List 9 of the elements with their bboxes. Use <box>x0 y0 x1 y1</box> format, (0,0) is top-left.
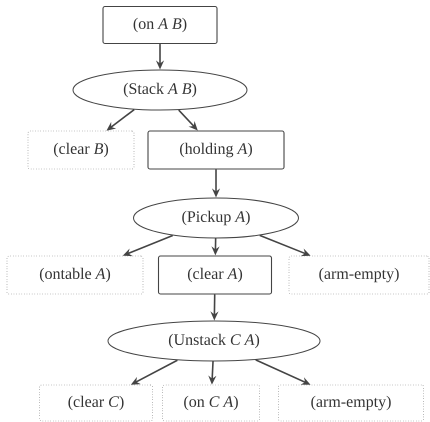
condition-box: (arm-empty) <box>278 384 424 422</box>
condition-box: (on C A) <box>162 384 260 422</box>
condition-box: (arm-empty) <box>288 256 430 294</box>
condition-box: (clear C) <box>39 384 153 422</box>
condition-box: (ontable A) <box>6 256 144 294</box>
process-box: (on A B) <box>102 6 218 44</box>
condition-box: (clear B) <box>28 130 134 170</box>
process-box: (holding A) <box>147 130 285 170</box>
process-box: (clear A) <box>158 255 272 295</box>
